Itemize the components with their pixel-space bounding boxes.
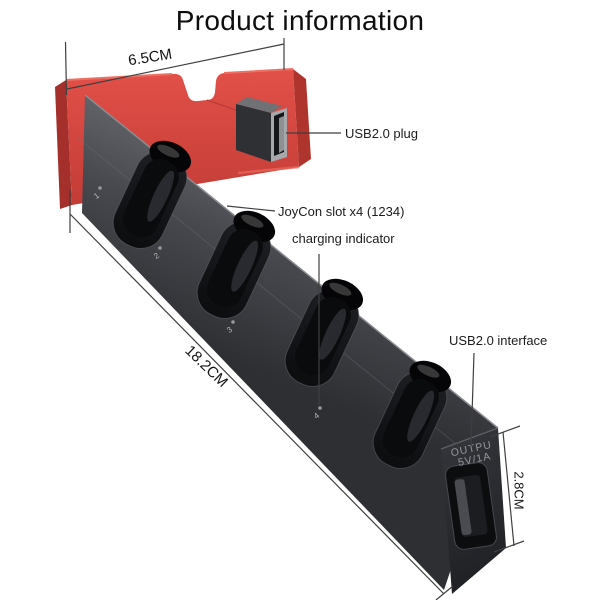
- joycon-slot-2: [196, 210, 276, 319]
- usb-plug-top-face: [236, 97, 282, 113]
- joycon-body-gloss: [147, 170, 175, 222]
- joycon-cap-highlight: [329, 282, 352, 296]
- joycon-slot-leader: [226, 205, 276, 212]
- joycon-slot-3: [284, 278, 364, 387]
- charging-led-1: [98, 186, 102, 190]
- slot-number-3: 3: [225, 325, 234, 335]
- joycon-cap-highlight: [241, 214, 264, 228]
- page-title: Product information: [175, 5, 425, 36]
- dimension-height-label: 2.8CM: [511, 471, 527, 510]
- leader-lines: [226, 132, 475, 447]
- usb-plug-side-face: [236, 104, 271, 162]
- charging-led-2: [158, 246, 162, 250]
- usb-interface-label: USB2.0 interface: [449, 333, 548, 348]
- slot-number-1: 1: [92, 191, 101, 201]
- slot-marker-3: 3: [225, 320, 235, 335]
- bracket-left-side-face: [55, 80, 72, 209]
- usb-plug-connector-tongue: [279, 116, 284, 153]
- charging-led-4: [318, 406, 322, 410]
- slot-marker-4: 4: [312, 406, 322, 421]
- bracket-right-side-face: [293, 69, 311, 167]
- usb-output-port: [445, 462, 497, 550]
- joycon-slot-label: JoyCon slot x4 (1234): [278, 204, 405, 219]
- joycon-slot-4: [372, 360, 452, 469]
- bracket-bottom-lip-highlight: [237, 165, 300, 175]
- joycon-body-gloss: [407, 390, 435, 442]
- dock-body: 1 2 3 4 OUTPU: [77, 94, 506, 594]
- charging-indicator-label: charging indicator: [292, 231, 395, 246]
- usb-port-tongue: [454, 479, 472, 536]
- usb-interface-leader: [470, 352, 475, 447]
- joycon-body-gloss: [319, 308, 347, 360]
- dimension-width-line: [64, 38, 285, 96]
- bracket-top-edge-highlight: [65, 68, 294, 81]
- dimension-length-line: [69, 190, 454, 600]
- joycon-cap-highlight: [417, 364, 440, 378]
- slot-marker-1: 1: [92, 186, 102, 201]
- usb-plug-label: USB2.0 plug: [345, 126, 418, 141]
- joycon-cap-highlight: [157, 144, 180, 158]
- joycon-slot-1: [112, 140, 192, 249]
- dimension-height-line: [489, 425, 525, 553]
- dimension-lines: [64, 38, 525, 600]
- slot-number-4: 4: [312, 411, 321, 421]
- dock-end-edge-highlight: [440, 427, 499, 450]
- usb-plug-3d: [236, 97, 287, 162]
- joycon-body-gloss: [231, 240, 259, 292]
- charging-led-3: [231, 320, 235, 324]
- slot-marker-2: 2: [152, 246, 162, 261]
- slot-number-2: 2: [152, 251, 161, 261]
